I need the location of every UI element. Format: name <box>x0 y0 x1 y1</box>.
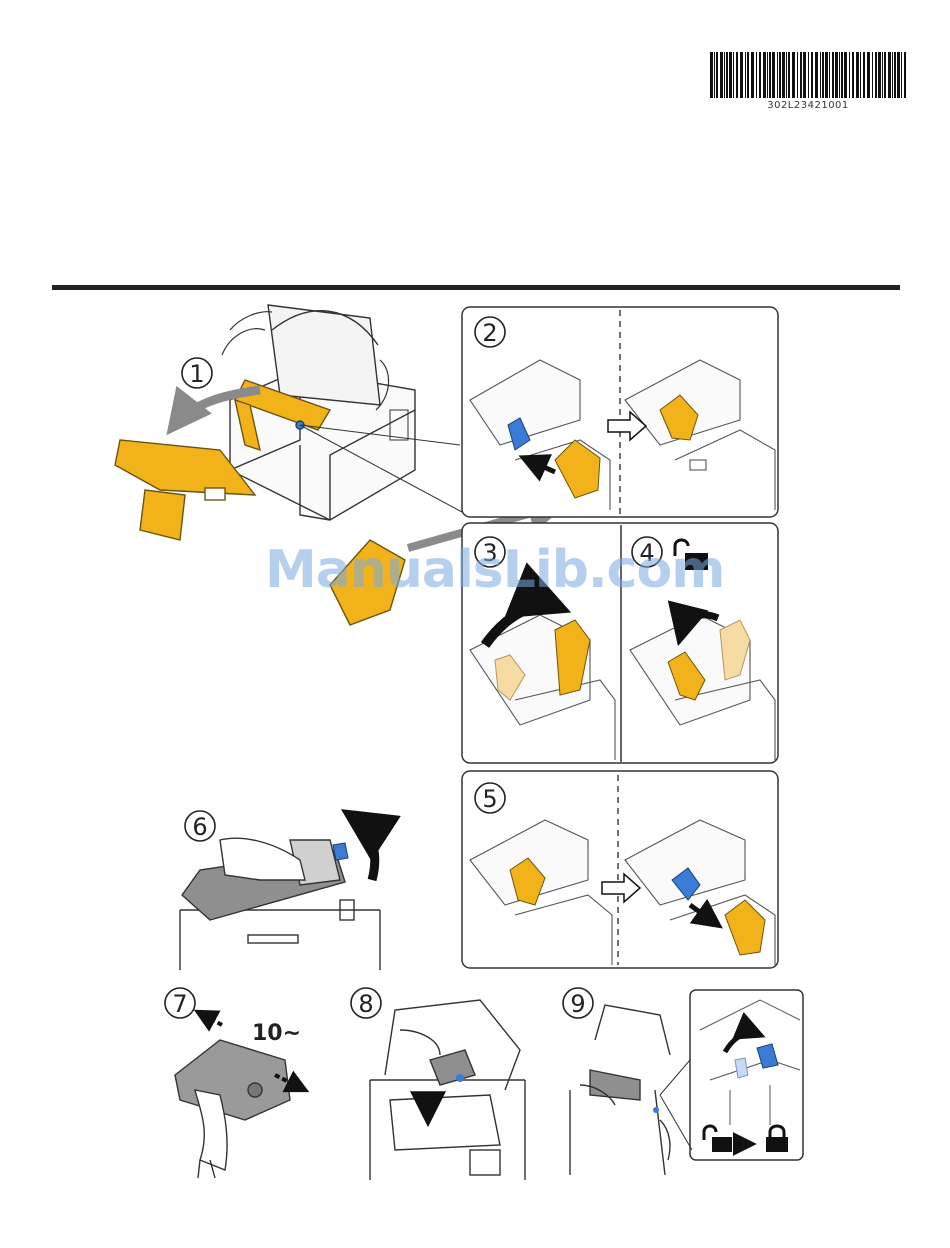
lift-arrow <box>350 815 375 880</box>
watermark: ManualsLib.com <box>265 540 705 600</box>
step-8-scene <box>370 1000 525 1180</box>
step-9-scene <box>570 1005 670 1175</box>
step-1-scene <box>115 305 462 540</box>
step-2-number: 2 <box>482 319 497 347</box>
step-8-number: 8 <box>358 990 373 1018</box>
step-9-number: 9 <box>570 990 585 1018</box>
shake-count-label: 10~ <box>252 1021 301 1046</box>
step-6-scene <box>180 838 380 970</box>
step-6-number: 6 <box>192 813 207 841</box>
step-5-number: 5 <box>482 785 497 813</box>
step-7-number: 7 <box>172 990 187 1018</box>
step-1-number: 1 <box>189 360 204 388</box>
step-7-scene <box>175 1040 290 1178</box>
